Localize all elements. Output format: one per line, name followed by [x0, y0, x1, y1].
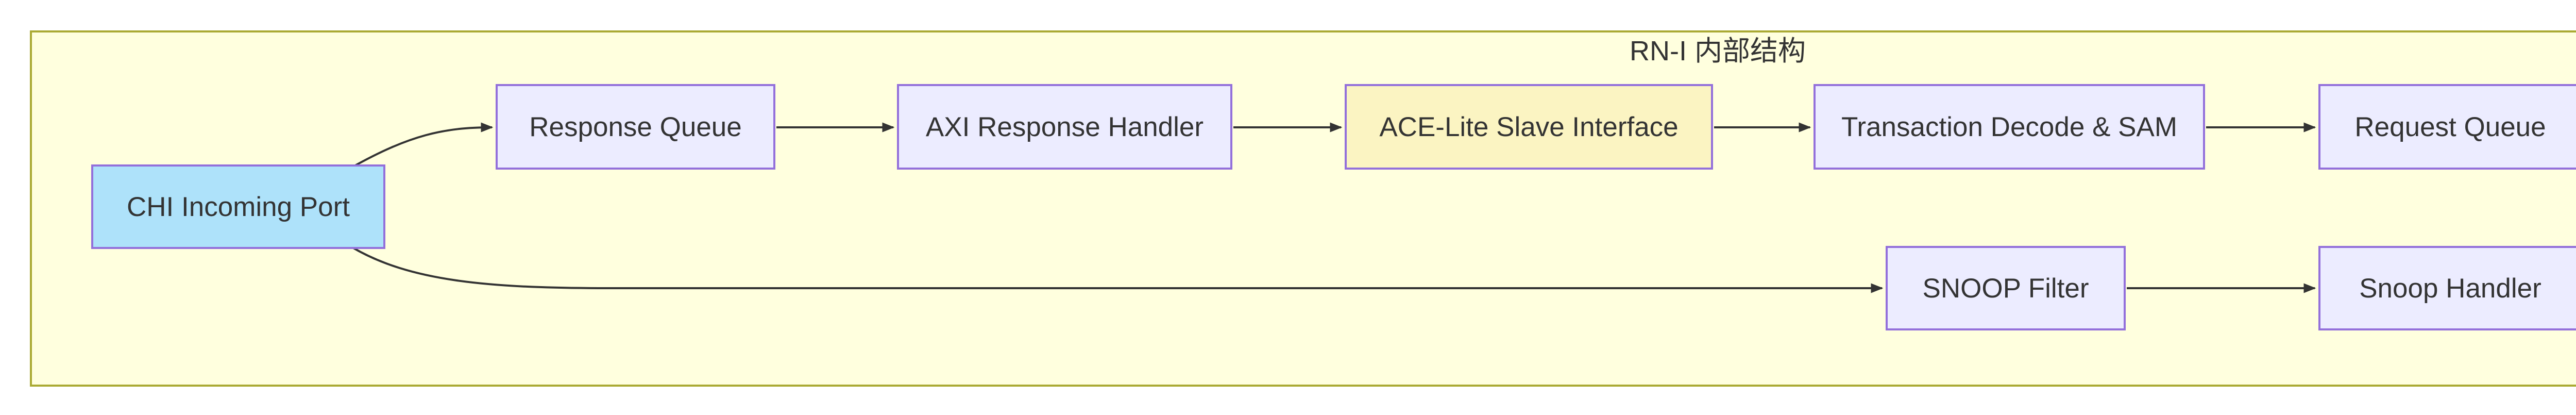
node-snoop-filter: SNOOP Filter — [1886, 246, 2126, 330]
cluster-title: RN-I 内部结构 — [1630, 36, 1806, 67]
node-ace-lite-slave-interface: ACE-Lite Slave Interface — [1345, 84, 1713, 170]
node-label: SNOOP Filter — [1922, 273, 2089, 304]
node-response-queue: Response Queue — [496, 84, 775, 170]
node-label: Request Queue — [2354, 111, 2546, 142]
node-label: ACE-Lite Slave Interface — [1379, 111, 1679, 142]
node-label: CHI Incoming Port — [127, 191, 350, 222]
node-axi-response-handler: AXI Response Handler — [897, 84, 1232, 170]
node-snoop-handler: Snoop Handler — [2318, 246, 2576, 330]
node-label: Transaction Decode & SAM — [1841, 111, 2177, 142]
node-chi-incoming-port: CHI Incoming Port — [91, 164, 385, 249]
node-request-queue: Request Queue — [2318, 84, 2576, 170]
node-transaction-decode-sam: Transaction Decode & SAM — [1814, 84, 2205, 170]
node-label: Response Queue — [529, 111, 742, 142]
node-label: Snoop Handler — [2359, 273, 2541, 304]
node-label: AXI Response Handler — [925, 111, 1204, 142]
